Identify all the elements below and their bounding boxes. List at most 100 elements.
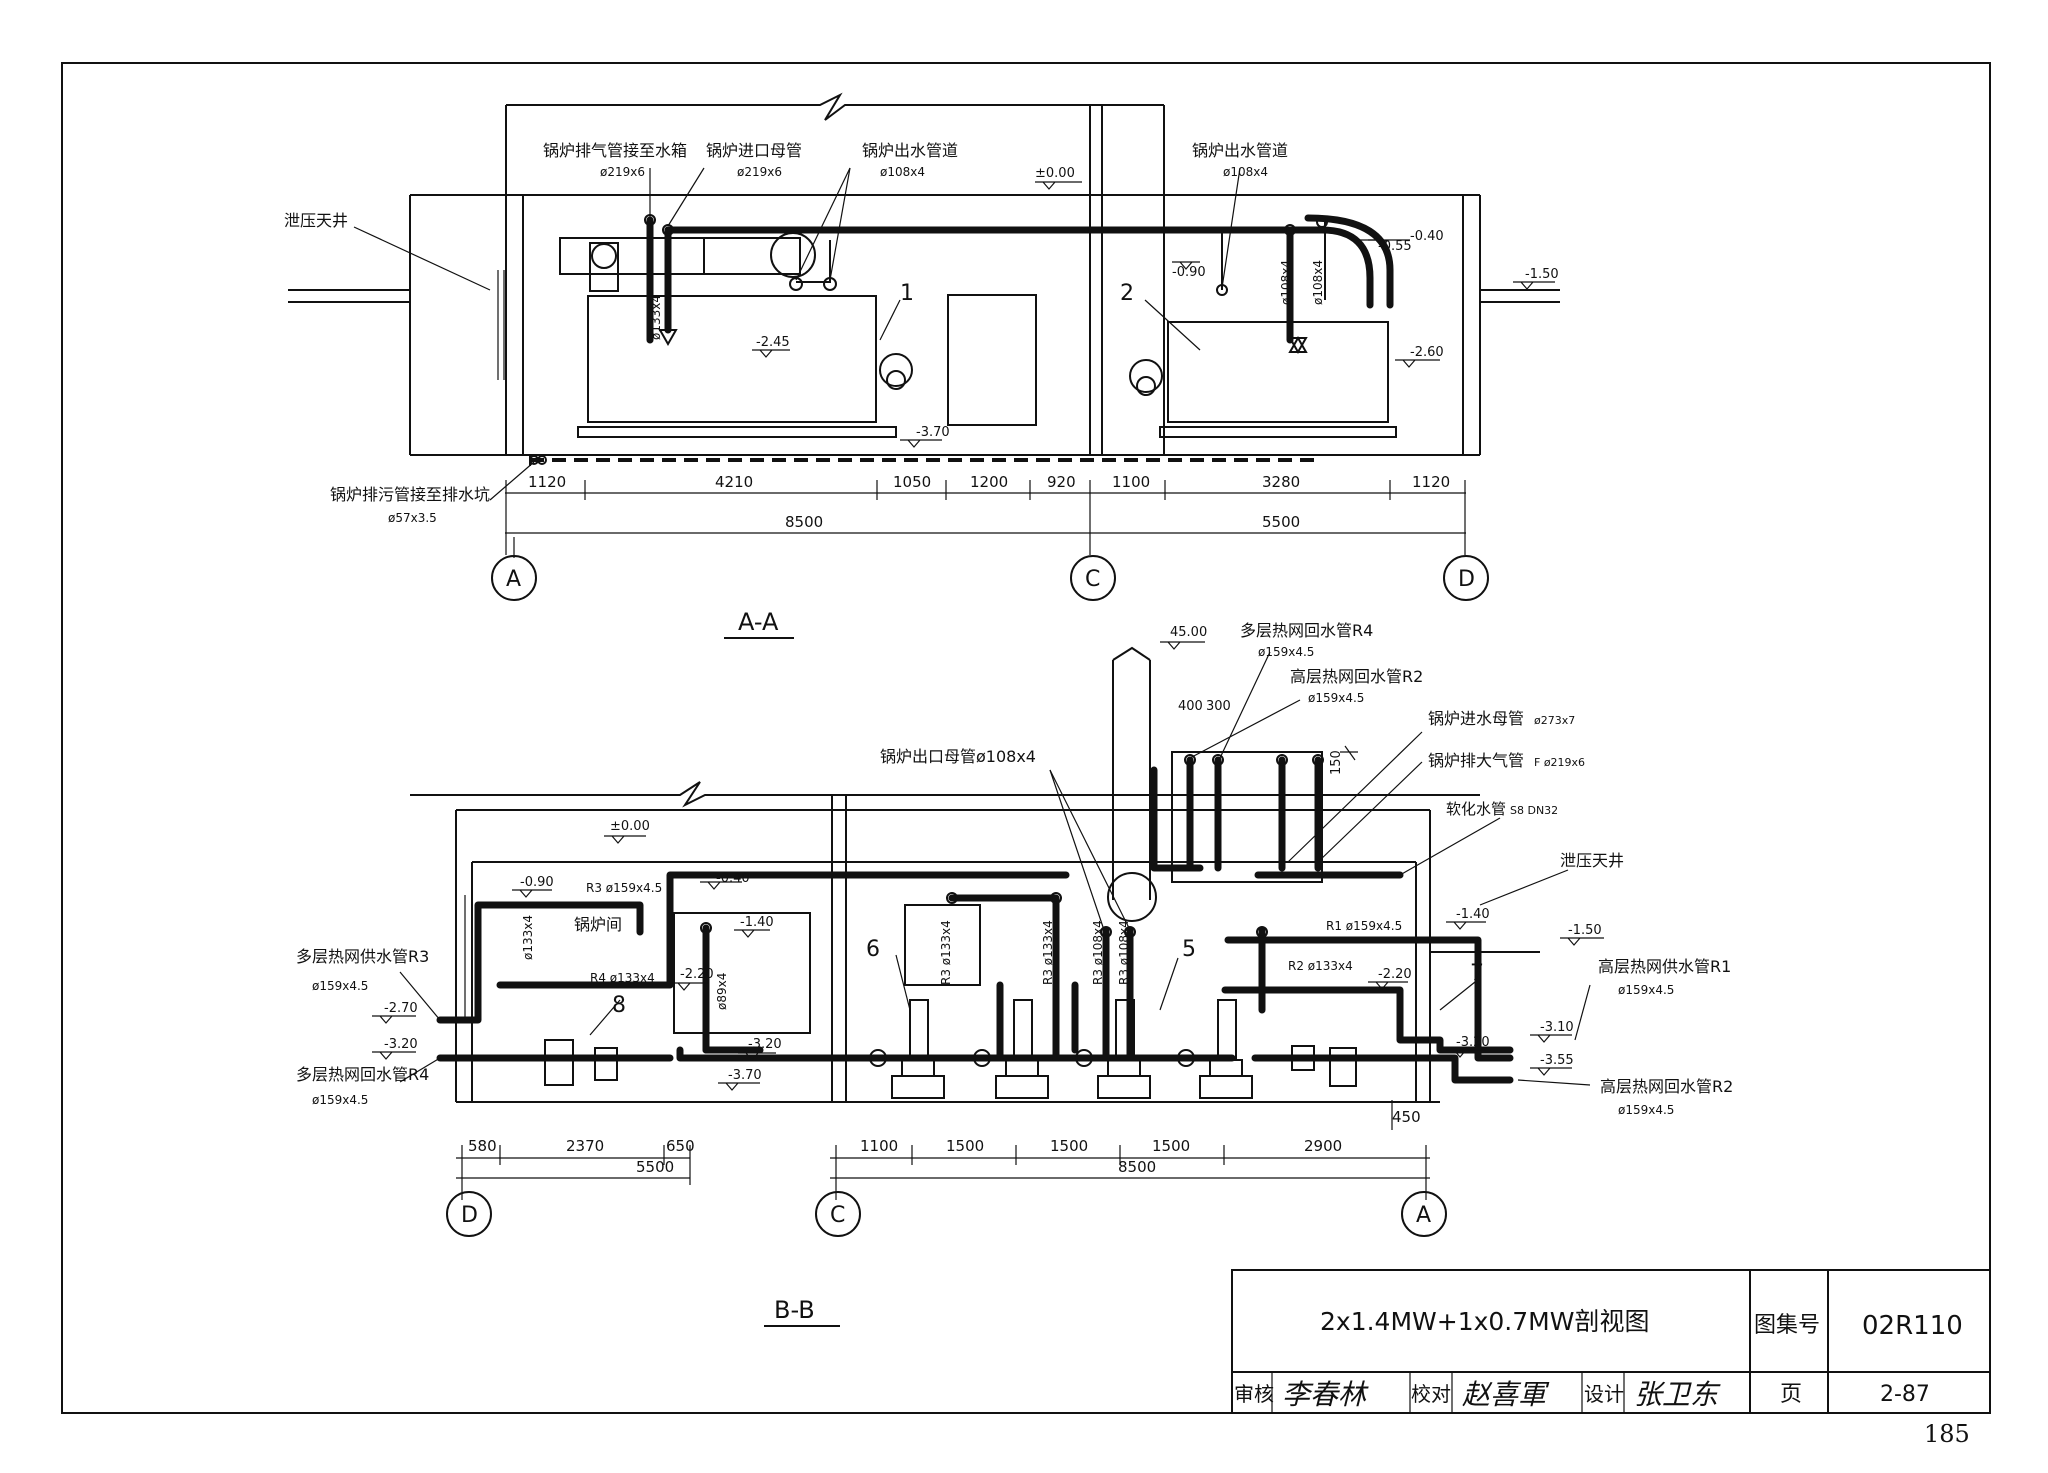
aa-pipe-108a: ø108x4 <box>1279 260 1293 305</box>
bb-r4-line: R4 ø133x4 <box>590 971 655 985</box>
bb-elev-6: -1.50 <box>1568 923 1602 938</box>
aa-dim-total-0: 8500 <box>785 513 823 531</box>
bb-dim-400: 400 <box>1178 699 1203 714</box>
aa-outlet-pipe-2: 锅炉出水管道 <box>1192 141 1288 160</box>
bb-softened-spec: S8 DN32 <box>1510 804 1558 817</box>
bb-elev-11: -3.20 <box>748 1037 782 1052</box>
bb-return-r4-top-spec: ø159x4.5 <box>1258 645 1314 659</box>
axis-d-bubble-bb <box>446 1191 492 1237</box>
axis-a-bubble <box>491 555 537 601</box>
bb-axis-c: C <box>830 1203 845 1228</box>
axis-c-bubble-bb <box>815 1191 861 1237</box>
bb-elev-15: -3.70 <box>728 1068 762 1083</box>
bb-axis-d: D <box>461 1203 478 1228</box>
aa-exhaust-spec: ø219x6 <box>600 165 645 179</box>
bb-vent-pipe-spec: F ø219x6 <box>1534 756 1585 769</box>
bb-softened: 软化水管 <box>1446 800 1506 818</box>
aa-pipe-133: ø133x4 <box>649 295 663 340</box>
aa-elev-1: -0.40 <box>1410 229 1444 244</box>
bb-inlet-header-spec: ø273x7 <box>1534 714 1575 727</box>
bb-inlet-header: 锅炉进水母管 <box>1428 709 1524 728</box>
aa-elev-3: -0.90 <box>1172 265 1206 280</box>
aa-axis-a: A <box>506 567 521 592</box>
aa-drain-spec: ø57x3.5 <box>388 511 437 525</box>
sheet-page-number: 185 <box>1924 1420 1970 1448</box>
aa-outlet-pipe-1: 锅炉出水管道 <box>862 141 958 160</box>
bb-r3-line: R3 ø159x4.5 <box>586 881 662 895</box>
drawing-title: 2x1.4MW+1x0.7MW剖视图 <box>1320 1307 1649 1336</box>
bb-dim-2: 650 <box>666 1137 695 1155</box>
bb-elev-3: -0.90 <box>520 875 554 890</box>
bb-return-r2-top-spec: ø159x4.5 <box>1308 691 1364 705</box>
page-number-cell: 2-87 <box>1880 1382 1930 1407</box>
section-bb <box>372 641 1604 1327</box>
bb-dim-total-1: 8500 <box>1118 1158 1156 1176</box>
bb-section-title: B-B <box>774 1296 815 1324</box>
bb-outlet-header: 锅炉出口母管ø108x4 <box>880 747 1036 766</box>
check-signature: 赵喜軍 <box>1462 1378 1550 1411</box>
design-signature: 张卫东 <box>1634 1378 1721 1411</box>
aa-elev-0: ±0.00 <box>1035 166 1075 181</box>
aa-axis-c: C <box>1085 567 1100 592</box>
bb-vent-pipe: 锅炉排大气管 <box>1428 751 1524 770</box>
bb-r1-line: R1 ø159x4.5 <box>1326 919 1402 933</box>
aa-dim-0: 1120 <box>528 473 566 491</box>
aa-elev-2: -0.55 <box>1378 239 1412 254</box>
aa-elev-4: -1.50 <box>1525 267 1559 282</box>
page-label: 页 <box>1780 1382 1802 1407</box>
bb-dim-1: 2370 <box>566 1137 604 1155</box>
bb-supply-r3: 多层热网供水管R3 <box>296 947 429 966</box>
title-block <box>1231 1269 1991 1414</box>
bb-dim-300: 300 <box>1206 699 1231 714</box>
bb-elev-12: -3.20 <box>1456 1035 1490 1050</box>
bb-return-r4-top: 多层热网回水管R4 <box>1240 621 1373 640</box>
atlas-number: 02R110 <box>1862 1311 1963 1341</box>
bb-elev-10: -3.20 <box>384 1037 418 1052</box>
bb-dim-7: 2900 <box>1304 1137 1342 1155</box>
axis-d-bubble <box>1443 555 1489 601</box>
bb-elev-2: -0.40 <box>716 871 750 886</box>
bb-dim-5: 1500 <box>1050 1137 1088 1155</box>
bb-return-r2: 高层热网回水管R2 <box>1600 1077 1733 1096</box>
aa-dim-1: 4210 <box>715 473 753 491</box>
bb-dim-8: 450 <box>1392 1108 1421 1126</box>
bb-return-r2-top: 高层热网回水管R2 <box>1290 667 1423 686</box>
bb-dim-total-0: 5500 <box>636 1158 674 1176</box>
bb-n8: 8 <box>612 993 626 1018</box>
bb-n5: 5 <box>1182 937 1196 962</box>
aa-inlet-spec: ø219x6 <box>737 165 782 179</box>
bb-return-r4-spec: ø159x4.5 <box>312 1093 368 1107</box>
aa-relief-shaft: 泄压天井 <box>284 211 348 230</box>
pump-group <box>869 999 1253 1099</box>
bb-elev-7: -2.20 <box>680 967 714 982</box>
atlas-label: 图集号 <box>1754 1313 1820 1338</box>
aa-dim-total-1: 5500 <box>1262 513 1300 531</box>
design-label: 设计 <box>1584 1382 1624 1406</box>
bb-supply-r1: 高层热网供水管R1 <box>1598 957 1731 976</box>
bb-dim-4: 1500 <box>946 1137 984 1155</box>
sheet-border <box>61 62 1991 1414</box>
bb-elev-8: -2.20 <box>1378 967 1412 982</box>
bb-r3a: R3 ø133x4 <box>939 920 953 985</box>
axis-c-bubble <box>1070 555 1116 601</box>
aa-outlet-spec-1: ø108x4 <box>880 165 925 179</box>
aa-boiler-2: 2 <box>1120 281 1134 306</box>
bb-r3d: R3 ø108x4 <box>1117 920 1131 985</box>
aa-dim-2: 1050 <box>893 473 931 491</box>
bb-r3c: R3 ø108x4 <box>1091 920 1105 985</box>
bb-n6: 6 <box>866 937 880 962</box>
bb-elev-14: -3.55 <box>1540 1053 1574 1068</box>
bb-dim-0: 580 <box>468 1137 497 1155</box>
aa-elev-5: -2.45 <box>756 335 790 350</box>
review-signature: 李春林 <box>1282 1378 1369 1411</box>
aa-exhaust-to-tank: 锅炉排气管接至水箱 <box>543 141 687 160</box>
aa-pipe-108b: ø108x4 <box>1311 260 1325 305</box>
bb-dim-3: 1100 <box>860 1137 898 1155</box>
aa-axis-d: D <box>1458 567 1475 592</box>
aa-dim-6: 3280 <box>1262 473 1300 491</box>
bb-n7: 7 <box>1470 961 1484 986</box>
bb-boiler-room: 锅炉间 <box>574 915 622 934</box>
section-aa <box>288 92 1560 639</box>
bb-dim-6: 1500 <box>1152 1137 1190 1155</box>
